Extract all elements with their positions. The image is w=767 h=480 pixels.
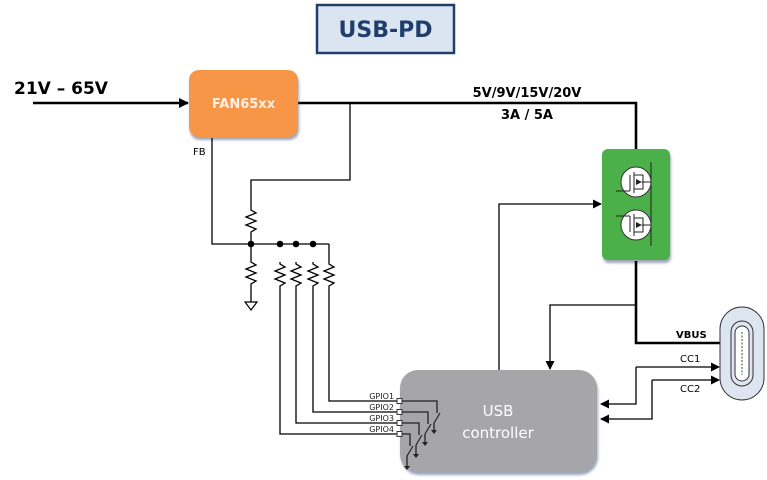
gpio-pin [396,398,403,404]
controller-label-line1: USB [483,402,514,420]
converter-label: FAN65xx [212,97,276,112]
gpio-switch-blade [433,412,441,424]
ground-icon [422,442,428,446]
gate-drive-wire [498,199,602,370]
gpio-pin [396,420,403,426]
fb-pin-label: FB [193,147,206,158]
converter-block: FAN65xx [189,70,298,137]
output-voltage-label: 5V/9V/15V/20V [473,86,582,101]
gpio-resistor-network [273,262,397,435]
mosfet-icon [616,166,652,198]
junction-dot [309,240,317,248]
gpio-pin [396,431,403,437]
ground-icon [243,301,259,311]
cc2-to-controller [600,380,653,424]
output-rail-wire [298,101,638,150]
gpio-label: GPIO1 [369,392,394,401]
title-box: USB-PD [315,3,456,55]
output-current-label: 3A / 5A [501,108,553,123]
gpio-switch-wire [402,422,420,435]
input-voltage-label: 21V – 65V [14,79,109,99]
gpio-pin [396,409,403,415]
gpio-resistor [273,262,397,435]
usb-c-connector [719,306,765,401]
gpio-resistor [322,262,397,402]
junction-dot [292,240,300,248]
gpio-switch-blade [424,423,432,435]
gpio-resistor [306,262,397,413]
cc1-label: CC1 [680,354,700,365]
gpio-switch-wire [402,400,438,413]
gpio-label: GPIO4 [369,425,394,434]
cc2-label: CC2 [680,384,700,395]
usb-controller-block: USB controller [400,370,597,472]
gpio-switch-blade [415,434,423,446]
vbus-label: VBUS [676,330,707,341]
ground-icon [404,466,410,470]
gpio-switch-blade [406,445,414,457]
ground-icon [431,430,437,434]
ground-icon [413,454,419,458]
junction-dot [276,240,284,248]
feedback-tap-wire [250,103,351,207]
mosfet-icon [616,209,652,241]
gpio-label: GPIO2 [369,403,394,412]
gpio-label: GPIO3 [369,414,394,423]
mosfet-switch-block [602,149,670,260]
vbus-sense-wire [545,304,636,370]
gpio-switch-wire [402,433,411,446]
junction-dot [247,240,255,248]
resistor-bottom [244,244,258,302]
page-title: USB-PD [339,18,433,43]
gpio-switch-wire [402,411,429,424]
gpio-resistor [289,262,397,424]
fb-wire [211,138,251,245]
controller-label-line2: controller [462,424,534,442]
vbus-wire [634,261,720,345]
resistor-top [244,207,258,244]
cc1-to-controller [600,367,637,409]
